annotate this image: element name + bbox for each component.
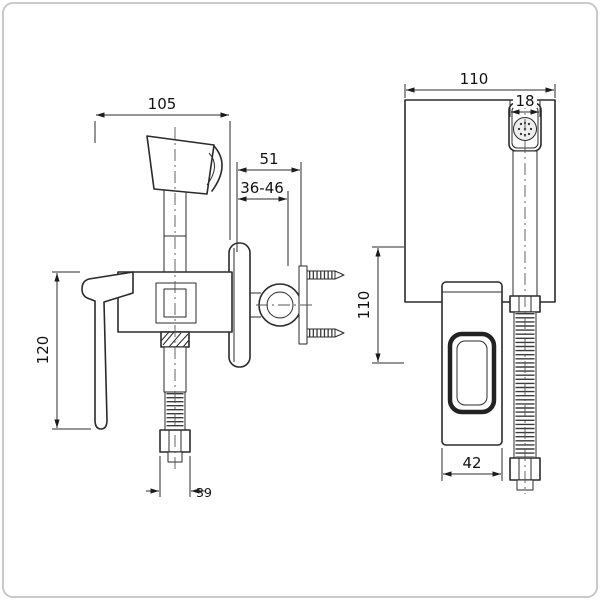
dim-side-top-width: 105: [94, 95, 231, 240]
dim-front-height: 110: [355, 246, 404, 364]
dim-label-110-side: 110: [355, 291, 373, 320]
dim-label-36-46: 36-46: [240, 179, 284, 197]
dim-side-handle-height: 120: [34, 271, 91, 430]
dim-side-bottom: 39: [146, 456, 212, 500]
dim-front-top-width: 110: [404, 70, 556, 98]
dim-side-depth-range: 36-46: [238, 179, 289, 266]
dim-label-51: 51: [259, 150, 278, 168]
sprayer-head-side: [146, 135, 223, 195]
dim-label-42: 42: [462, 454, 481, 472]
front-view: [404, 97, 556, 494]
dim-label-18: 18: [515, 92, 534, 110]
dim-front-body-width: 42: [441, 448, 503, 481]
mounting-bolt-top: [306, 270, 345, 280]
sprayer-neck: [163, 190, 187, 272]
dim-front-wand-width: 18: [509, 92, 541, 117]
side-view-dimensions: 105 51 36-46 120 39: [34, 95, 302, 500]
function-button: [447, 331, 497, 415]
dim-label-110-top: 110: [460, 70, 489, 88]
dim-label-105: 105: [148, 95, 177, 113]
front-view-dimensions: 110 18 110 42: [355, 70, 556, 481]
body-front: [441, 281, 503, 446]
hose-assembly-side: [159, 331, 191, 463]
sprayer-lever: [211, 145, 223, 192]
dim-label-120: 120: [34, 336, 52, 365]
dim-side-offset: 51: [236, 150, 302, 266]
dim-label-39: 39: [196, 485, 212, 500]
wall-plate-side: [228, 242, 251, 368]
side-view: [81, 127, 345, 470]
wand-front: [508, 102, 542, 304]
mounting-bolt-bottom: [306, 328, 345, 338]
handle-lever: [81, 271, 134, 430]
